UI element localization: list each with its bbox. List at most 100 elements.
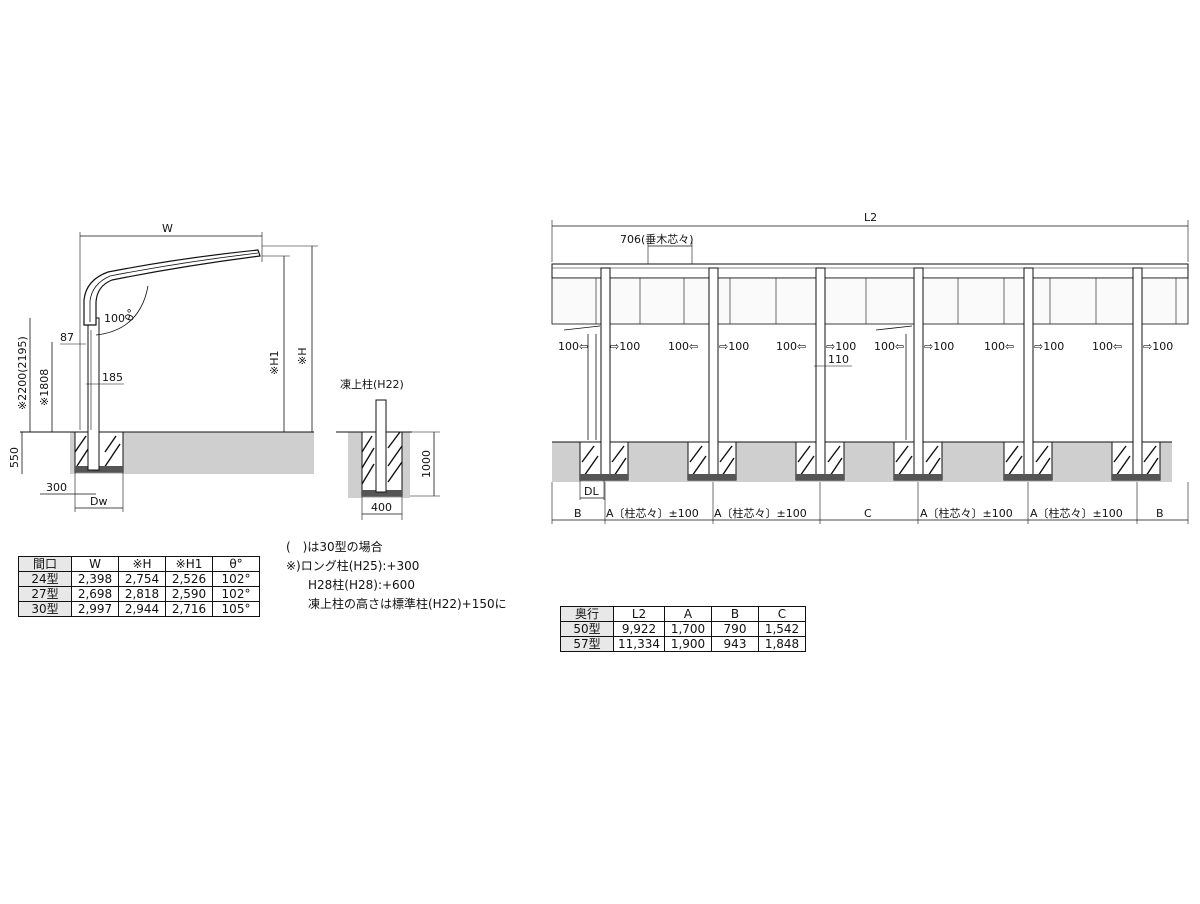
gap-label-5: 100⇦	[776, 340, 806, 353]
gap-label-1: 100⇦	[558, 340, 588, 353]
cell: 2,716	[165, 601, 213, 617]
frontage-spec-table: 間口 W ※H ※H1 θ° 24型 2,398 2,754 2,526 102…	[18, 556, 260, 617]
cell: 2,754	[118, 571, 166, 587]
depth-spec-table: 奥行 L2 A B C 50型 9,922 1,700 790 1,542 57…	[560, 606, 806, 652]
gap-label-3: 100⇦	[668, 340, 698, 353]
note-3: H28柱(H28):+600	[308, 578, 415, 592]
cell: 102°	[212, 571, 260, 587]
gap-label-9: 100⇦	[984, 340, 1014, 353]
gap-label-11: 100⇦	[1092, 340, 1122, 353]
cell: 1,542	[758, 621, 806, 637]
dim-550: 550	[8, 447, 21, 468]
header-theta: θ°	[212, 556, 260, 572]
side-roof-arm	[83, 249, 261, 326]
cell: 1,900	[664, 636, 712, 652]
bottom-dim-A3: A〔柱芯々〕±100	[920, 506, 1013, 520]
header-L2: L2	[613, 606, 665, 622]
cell: 2,526	[165, 571, 213, 587]
gap-label-7: 100⇦	[874, 340, 904, 353]
note-1: ( )は30型の場合	[286, 540, 383, 554]
frost-post	[375, 399, 387, 493]
cell: 2,997	[71, 601, 119, 617]
front-roof-panel	[551, 277, 1189, 325]
cell: 2,818	[118, 586, 166, 602]
frost-post-title: 凍上柱(H22)	[340, 377, 404, 391]
front-roof-beam	[551, 263, 1189, 279]
note-4: 凍上柱の高さは標準柱(H22)+150に	[308, 597, 507, 611]
header-maguchi: 間口	[18, 556, 72, 572]
front-footing-hatch	[581, 445, 1159, 477]
gap-label-12: ⇨100	[1143, 340, 1173, 353]
table-row: 30型 2,997 2,944 2,716 105°	[18, 601, 260, 617]
cell: 102°	[212, 586, 260, 602]
table-header-row: 間口 W ※H ※H1 θ°	[18, 556, 260, 572]
cell: 24型	[18, 571, 72, 587]
cell: 9,922	[613, 621, 665, 637]
table-row: 50型 9,922 1,700 790 1,542	[560, 621, 806, 637]
table-row: 24型 2,398 2,754 2,526 102°	[18, 571, 260, 587]
gap-label-4: ⇨100	[719, 340, 749, 353]
cell: 1,700	[664, 621, 712, 637]
header-W: W	[71, 556, 119, 572]
cell: 2,398	[71, 571, 119, 587]
dim-300: 300	[46, 481, 67, 494]
dim-H: ※H	[296, 348, 309, 366]
front-braces	[563, 325, 913, 440]
front-gravel	[580, 474, 1160, 480]
table-row: 27型 2,698 2,818 2,590 102°	[18, 586, 260, 602]
dim-DL: DL	[584, 485, 599, 498]
bottom-dim-B-left: B	[574, 507, 582, 520]
dim-185: 185	[102, 371, 123, 384]
bottom-dim-C: C	[864, 507, 872, 520]
dim-100: 100	[104, 312, 125, 325]
cell: 105°	[212, 601, 260, 617]
gap-label-2: ⇨100	[610, 340, 640, 353]
bottom-dim-A1: A〔柱芯々〕±100	[606, 506, 699, 520]
cell: 27型	[18, 586, 72, 602]
gap-label-6: ⇨100	[826, 340, 856, 353]
front-rafters	[595, 278, 1177, 324]
header-H: ※H	[118, 556, 166, 572]
dim-706: 706(垂木芯々)	[620, 232, 694, 246]
bottom-dim-B-right: B	[1156, 507, 1164, 520]
header-A: A	[664, 606, 712, 622]
cell: 790	[711, 621, 759, 637]
notes: ( )は30型の場合 ※)ロング柱(H25):+300 H28柱(H28):+6…	[286, 538, 546, 614]
gap-label-8: ⇨100	[924, 340, 954, 353]
front-view: L2 706(垂木芯々)	[551, 211, 1189, 524]
front-ground	[552, 442, 1172, 482]
header-C: C	[758, 606, 806, 622]
dim-400: 400	[371, 501, 392, 514]
cell: 30型	[18, 601, 72, 617]
dim-87: 87	[60, 331, 74, 344]
gap-label-10: ⇨100	[1034, 340, 1064, 353]
dim-L2: L2	[864, 211, 877, 224]
cell: 57型	[560, 636, 614, 652]
table-row: 57型 11,334 1,900 943 1,848	[560, 636, 806, 652]
bottom-dim-A2: A〔柱芯々〕±100	[714, 506, 807, 520]
dim-1808: ※1808	[38, 369, 51, 406]
header-H1: ※H1	[165, 556, 213, 572]
dim-H1: ※H1	[268, 351, 281, 376]
header-B: B	[711, 606, 759, 622]
dim-2200: ※2200(2195)	[16, 336, 29, 410]
side-post	[87, 317, 100, 471]
header-okuyuki: 奥行	[560, 606, 614, 622]
dim-1000: 1000	[420, 450, 433, 478]
cell: 11,334	[613, 636, 665, 652]
dim-Dw: Dw	[90, 495, 107, 508]
cell: 2,590	[165, 586, 213, 602]
side-view: W ※H1 ※H ※2200(2195) ※1808 550 87 100 θ°…	[8, 222, 318, 512]
dim-110: 110	[828, 353, 849, 366]
table-header-row: 奥行 L2 A B C	[560, 606, 806, 622]
cell: 943	[711, 636, 759, 652]
dim-W: W	[162, 222, 173, 235]
frost-post-view: 凍上柱(H22) 1000 400	[336, 377, 440, 520]
cell: 1,848	[758, 636, 806, 652]
side-angle-arc	[95, 285, 149, 336]
note-2: ※)ロング柱(H25):+300	[286, 559, 420, 573]
cell: 2,698	[71, 586, 119, 602]
bottom-dim-A4: A〔柱芯々〕±100	[1030, 506, 1123, 520]
